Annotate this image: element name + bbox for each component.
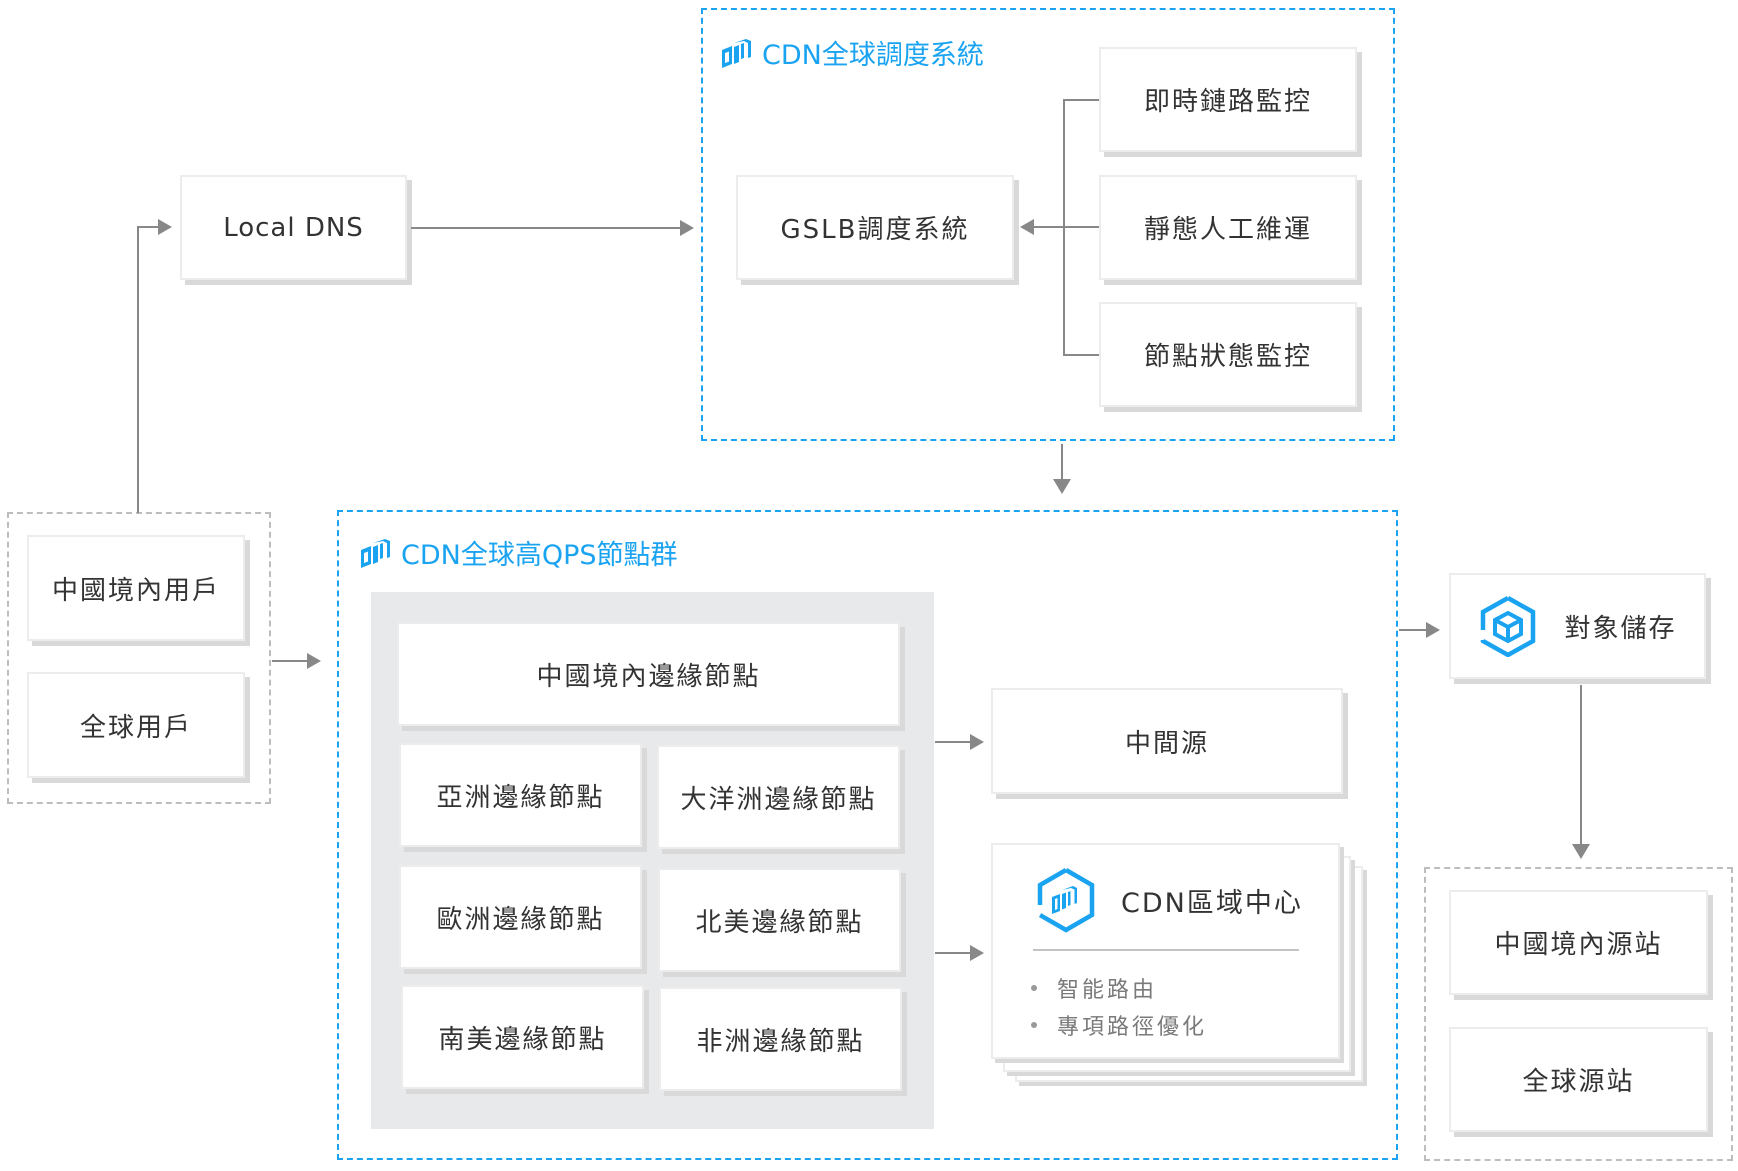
input-static-manual-ops-label: 靜態人工維運 bbox=[1143, 215, 1312, 245]
connector-users-to-dns-horizontal bbox=[137, 226, 159, 228]
users-group bbox=[7, 512, 271, 804]
user-china[interactable]: 中國境內用戶 bbox=[27, 535, 245, 641]
input-static-manual-ops[interactable]: 靜態人工維運 bbox=[1099, 175, 1357, 280]
origin-china-label: 中國境內源站 bbox=[1494, 930, 1663, 960]
region-center-divider bbox=[1033, 949, 1299, 951]
node-group-title-text: CDN全球高QPS節點群 bbox=[401, 540, 678, 571]
feature-item-label: 智能路由 bbox=[1057, 977, 1158, 1003]
region-center-title: CDN區域中心 bbox=[1121, 887, 1303, 919]
local-dns-label: Local DNS bbox=[223, 212, 364, 243]
edge-node-oceania-label: 大洋洲邊緣節點 bbox=[680, 784, 877, 815]
arrow-head-to-scheduling bbox=[680, 220, 694, 236]
arrow-head-to-mid-origin bbox=[970, 734, 984, 750]
scheduling-group-title: CDN全球調度系統 bbox=[720, 33, 984, 72]
arrow-head-down-to-nodes bbox=[1053, 479, 1071, 494]
user-china-label: 中國境內用戶 bbox=[51, 575, 220, 606]
mid-origin-label: 中間源 bbox=[1124, 728, 1209, 759]
bracket-top bbox=[1063, 99, 1099, 101]
object-storage-content: 對象儲存 bbox=[1478, 595, 1676, 657]
edge-node-europe[interactable]: 歐洲邊緣節點 bbox=[399, 865, 642, 969]
edge-node-china-label: 中國境內邊緣節點 bbox=[536, 661, 761, 692]
user-global-label: 全球用戶 bbox=[79, 712, 192, 743]
user-global[interactable]: 全球用戶 bbox=[27, 672, 245, 778]
edge-node-africa-label: 非洲邊緣節點 bbox=[696, 1026, 865, 1057]
origin-global-label: 全球源站 bbox=[1522, 1067, 1635, 1097]
arrow-head-to-region-center bbox=[970, 945, 984, 961]
mid-origin-box[interactable]: 中間源 bbox=[991, 688, 1343, 794]
bullet-icon bbox=[1031, 984, 1037, 991]
arrow-head-to-storage bbox=[1426, 622, 1440, 638]
gslb-box[interactable]: GSLB調度系統 bbox=[736, 175, 1014, 280]
origin-china[interactable]: 中國境內源站 bbox=[1449, 890, 1708, 995]
edge-node-north-america-label: 北美邊緣節點 bbox=[695, 907, 864, 938]
feature-item: 智能路由 bbox=[1031, 969, 1207, 1006]
node-group bbox=[337, 510, 1398, 1160]
feature-item-label: 專項路徑優化 bbox=[1057, 1014, 1208, 1040]
connector-scheduling-to-nodes bbox=[1061, 444, 1063, 480]
origin-group bbox=[1424, 867, 1733, 1161]
edge-node-asia-label: 亞洲邊緣節點 bbox=[436, 782, 605, 813]
arrow-head-to-nodes bbox=[307, 653, 321, 669]
scheduling-group bbox=[701, 8, 1395, 441]
edge-node-north-america[interactable]: 北美邊緣節點 bbox=[658, 868, 901, 972]
arrow-head-to-gslb bbox=[1020, 219, 1034, 235]
region-center-header: CDN區域中心 bbox=[1035, 867, 1303, 933]
connector-edges-to-mid-origin bbox=[935, 741, 971, 743]
input-node-status-monitor[interactable]: 節點狀態監控 bbox=[1099, 302, 1357, 407]
cdn-logo-icon bbox=[361, 538, 390, 568]
edge-node-asia[interactable]: 亞洲邊緣節點 bbox=[399, 743, 642, 847]
arrow-head-down-to-origin bbox=[1572, 844, 1590, 859]
bullet-icon bbox=[1031, 1021, 1037, 1028]
input-node-status-monitor-label: 節點狀態監控 bbox=[1143, 342, 1312, 372]
input-realtime-link-monitor-label: 即時鏈路監控 bbox=[1143, 87, 1312, 117]
edge-node-africa[interactable]: 非洲邊緣節點 bbox=[659, 987, 902, 1091]
origin-global[interactable]: 全球源站 bbox=[1449, 1027, 1708, 1132]
region-center-card[interactable]: CDN區域中心 智能路由 專項路徑優化 bbox=[991, 843, 1340, 1059]
connector-users-to-nodes bbox=[272, 660, 308, 662]
connector-edges-to-region-center bbox=[935, 952, 971, 954]
feature-item: 專項路徑優化 bbox=[1031, 1006, 1207, 1043]
edge-node-china[interactable]: 中國境內邊緣節點 bbox=[397, 622, 900, 726]
connector-storage-to-origin bbox=[1580, 685, 1582, 845]
bracket-middle bbox=[1032, 226, 1099, 228]
scheduling-group-title-text: CDN全球調度系統 bbox=[762, 40, 984, 71]
object-storage-label: 對象儲存 bbox=[1564, 613, 1677, 644]
edge-node-oceania[interactable]: 大洋洲邊緣節點 bbox=[657, 745, 900, 849]
edge-node-south-america[interactable]: 南美邊緣節點 bbox=[401, 985, 644, 1089]
edge-node-europe-label: 歐洲邊緣節點 bbox=[436, 904, 605, 935]
gslb-label: GSLB調度系統 bbox=[780, 215, 970, 245]
edge-node-south-america-label: 南美邊緣節點 bbox=[438, 1024, 607, 1055]
connector-nodes-to-storage bbox=[1399, 629, 1427, 631]
local-dns-box[interactable]: Local DNS bbox=[180, 175, 407, 280]
input-realtime-link-monitor[interactable]: 即時鏈路監控 bbox=[1099, 47, 1357, 152]
arrow-head-to-dns bbox=[158, 219, 172, 235]
node-group-title: CDN全球高QPS節點群 bbox=[359, 533, 678, 572]
cdn-hexagon-logo-icon bbox=[1037, 868, 1095, 933]
object-storage-box[interactable]: 對象儲存 bbox=[1449, 573, 1706, 679]
cdn-logo-icon bbox=[722, 38, 751, 68]
storage-cube-icon bbox=[1481, 596, 1536, 657]
bracket-bottom bbox=[1063, 354, 1099, 356]
region-center-feature-list: 智能路由 專項路徑優化 bbox=[1031, 969, 1207, 1043]
connector-users-to-dns-vertical bbox=[137, 226, 139, 513]
connector-dns-to-scheduling bbox=[411, 227, 681, 229]
